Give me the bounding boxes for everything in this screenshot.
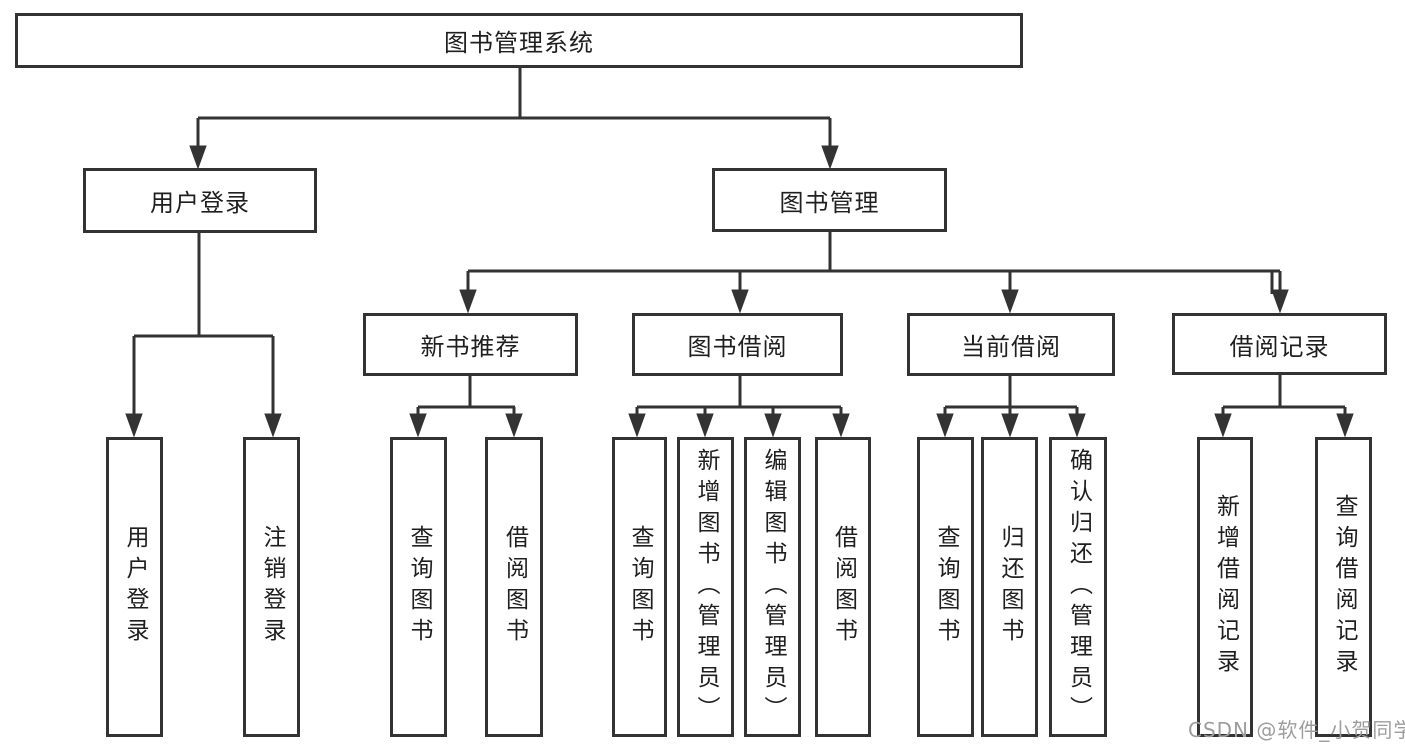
leaf-query-books-borrowing: 查询图书 [612,437,667,737]
leaf-user-login: 用户登录 [106,437,163,737]
node-book-management: 图书管理 [712,168,947,232]
node-label: 图书借阅 [687,333,788,361]
node-label: 当前借阅 [961,333,1061,361]
leaf-return-book: 归还图书 [981,437,1038,737]
leaf-label: 借阅图书 [830,525,857,649]
leaf-label: 借阅图书 [501,525,528,649]
node-user-login: 用户登录 [83,168,317,233]
leaf-label: 编辑图书（管理员） [760,447,786,727]
leaf-label: 新增借阅记录 [1212,494,1239,680]
node-label: 用户登录 [150,189,250,217]
leaf-label: 查询图书 [406,525,432,649]
node-current-borrowing: 当前借阅 [907,313,1115,376]
node-label: 图书管理 [779,188,880,217]
leaf-label: 确认归还（管理员） [1065,447,1092,727]
node-book-borrowing: 图书借阅 [632,313,843,376]
leaf-label: 新增图书（管理员） [693,447,719,727]
node-label: 图书管理系统 [444,29,594,57]
leaf-borrow-books-recommend: 借阅图书 [485,437,543,737]
leaf-confirm-return-admin: 确认归还（管理员） [1049,437,1107,737]
leaf-label: 查询图书 [627,525,653,649]
node-borrowing-records: 借阅记录 [1172,313,1387,375]
leaf-label: 归还图书 [997,525,1023,649]
leaf-label: 用户登录 [122,525,148,649]
leaf-label: 注销登录 [259,525,285,649]
leaf-add-borrow-record: 新增借阅记录 [1197,437,1253,737]
node-library-management-system: 图书管理系统 [15,13,1023,68]
node-new-book-recommendation: 新书推荐 [363,313,578,376]
node-label: 借阅记录 [1229,332,1330,361]
leaf-edit-book-admin: 编辑图书（管理员） [744,437,801,737]
leaf-logout: 注销登录 [243,437,300,737]
leaf-query-books-recommend: 查询图书 [390,437,447,737]
leaf-label: 查询图书 [933,525,959,649]
leaf-add-book-admin: 新增图书（管理员） [677,437,734,737]
leaf-borrow-books-borrowing: 借阅图书 [815,437,871,737]
node-label: 新书推荐 [420,333,521,361]
csdn-watermark: CSDN @软件_小贺同学 [1188,718,1405,742]
leaf-label: 查询借阅记录 [1331,494,1357,680]
leaf-query-borrow-record: 查询借阅记录 [1315,437,1372,737]
leaf-query-books-current: 查询图书 [917,437,974,737]
